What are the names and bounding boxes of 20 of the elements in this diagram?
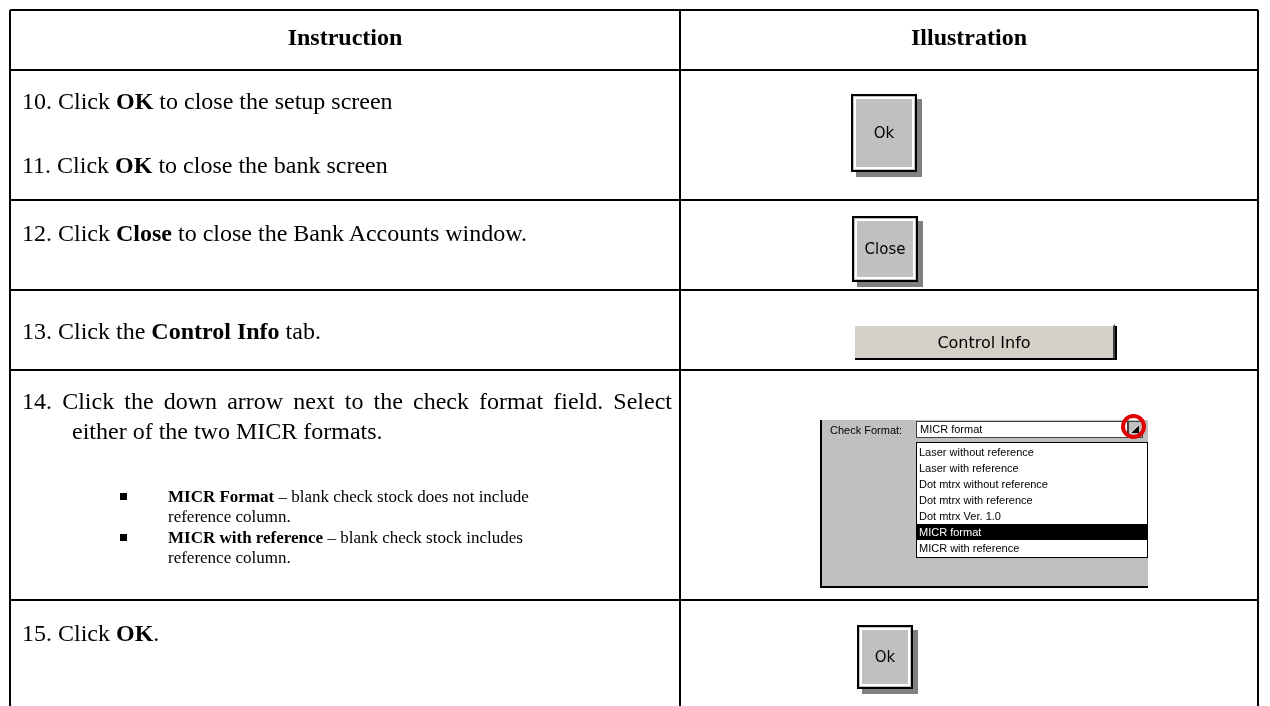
tab: Control Info — [853, 324, 1115, 358]
instruction-text: 10. Click OK to close the setup screen — [22, 87, 394, 116]
bullet-text: MICR Format – blank check stock does not include reference column. — [168, 487, 530, 527]
list-item: Laser without reference — [918, 445, 1035, 460]
list-item: Dot mtrx Ver. 1.0 — [918, 509, 1002, 524]
list-item: Dot mtrx with reference — [918, 493, 1034, 508]
instruction-text: 12. Click Close to close the Bank Accounts window. — [22, 219, 529, 248]
list-item: Laser with reference — [918, 461, 1020, 476]
instruction-text: 15. Click OK. — [22, 619, 161, 648]
list-item: Dot mtrx without reference — [918, 477, 1049, 492]
list-item: MICR with reference — [918, 541, 1021, 556]
instruction-text: 11. Click OK to close the bank screen — [22, 151, 389, 180]
column-header: Instruction — [286, 24, 404, 51]
selected-list-item: MICR format — [917, 524, 1147, 540]
select-field: MICR format — [916, 421, 1128, 438]
column-header: Illustration — [910, 24, 1028, 51]
instruction-text: 13. Click the Control Info tab. — [22, 317, 322, 346]
instruction-text: 14. Click the down arrow next to the check format field. Select either of the two MICR formats. — [22, 387, 672, 446]
bullet-text: MICR with reference – blank check stock includes reference column. — [168, 528, 524, 568]
field-label: Check Format: — [830, 423, 903, 437]
